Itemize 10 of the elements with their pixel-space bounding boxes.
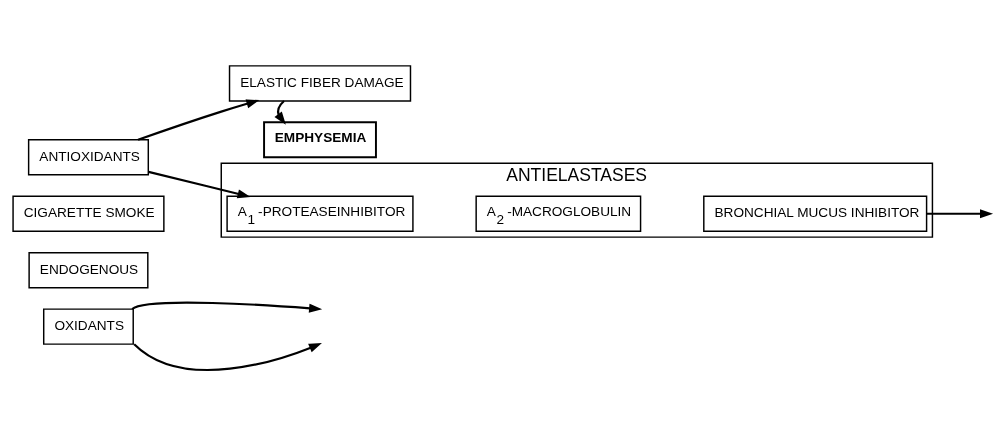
node-box: ELASTIC FIBER DAMAGE — [228, 64, 412, 102]
arrow — [137, 98, 260, 141]
node-box: EMPHYSEMIA — [263, 120, 377, 158]
arrow — [274, 99, 286, 125]
node-box: OXIDANTS — [43, 307, 134, 345]
arrow — [148, 170, 251, 198]
node-box: ENDOGENOUS — [28, 251, 149, 288]
node-box: CIGARETTE SMOKE — [12, 195, 165, 232]
node-box: BRONCHIAL MUCUS INHIBITOR — [703, 195, 928, 232]
node-box: ANTIOXIDANTS — [27, 138, 150, 176]
